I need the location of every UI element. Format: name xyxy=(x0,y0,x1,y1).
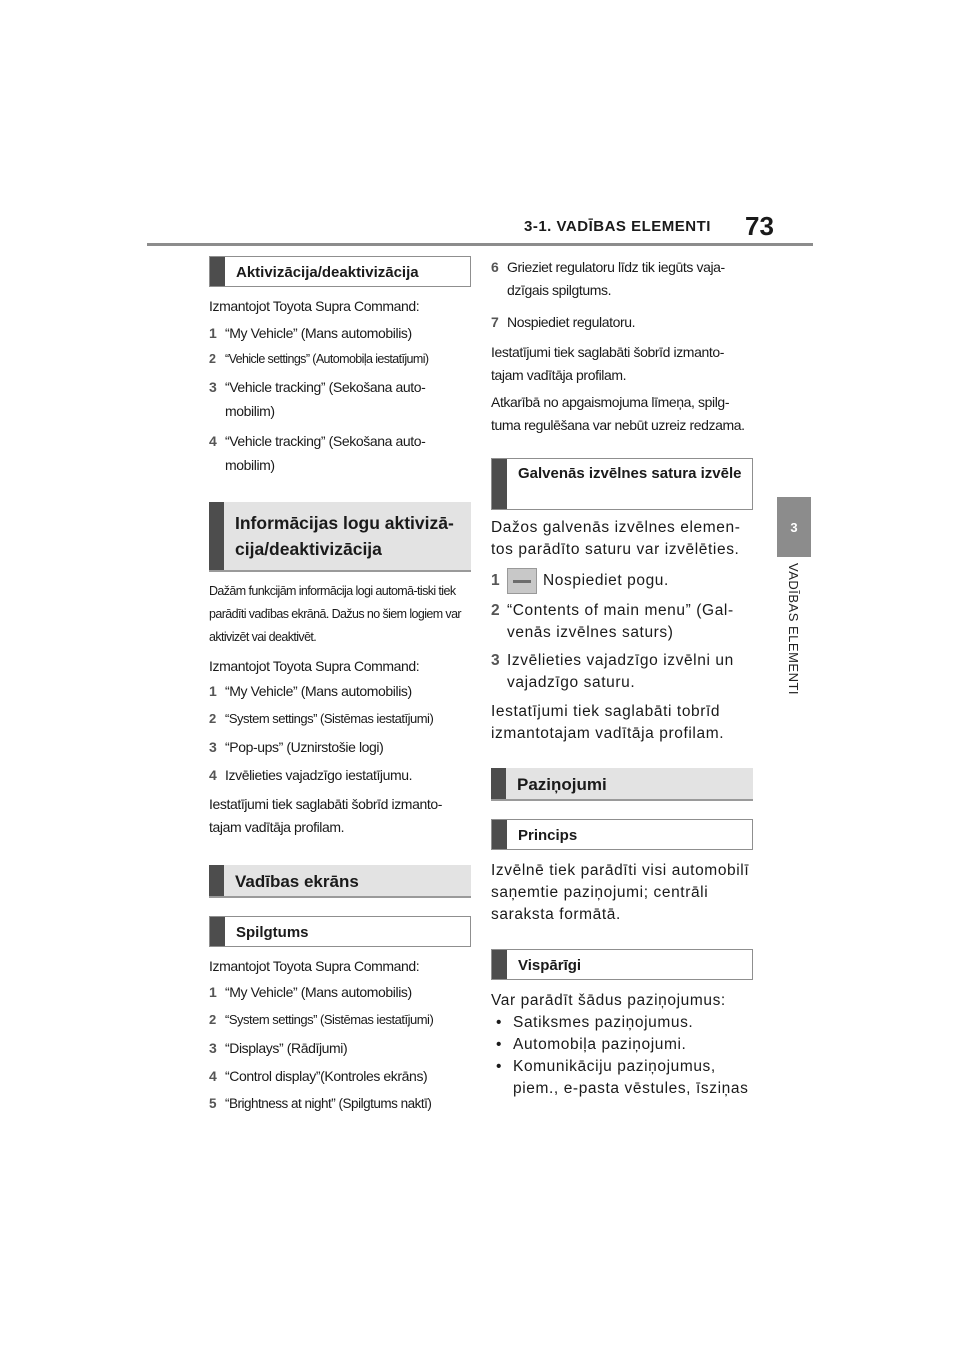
heading-general: Vispārīgi xyxy=(491,949,753,980)
list-item: 1“My Vehicle” (Mans automobilis) xyxy=(209,984,412,1000)
steps-list: 1“My Vehicle” (Mans automobilis) 2“Syste… xyxy=(209,678,471,789)
heading-text: Informācijas logu aktivizā-cija/deaktivi… xyxy=(235,513,454,559)
step-text: Nospiediet pogu. xyxy=(543,572,669,589)
heading-text: Galvenās izvēlnes satura izvēle xyxy=(518,465,742,482)
heading-text: Aktivizācija/deaktivizācija xyxy=(236,264,419,281)
list-item: 1 Nospiediet pogu. xyxy=(491,565,753,597)
paragraph: Dažos galvenās izvēlnes elemen-tos parād… xyxy=(491,519,741,558)
list-item: •Satiksmes paziņojumus. xyxy=(495,1014,694,1031)
paragraph: Izvēlnē tiek parādīti visi automobilī sa… xyxy=(491,862,750,923)
section-title: 3-1. VADĪBAS ELEMENTI xyxy=(524,218,711,235)
chapter-side-label: VADĪBAS ELEMENTI xyxy=(786,563,801,696)
bullet-list: •Satiksmes paziņojumus. •Automobiļa pazi… xyxy=(491,1012,753,1100)
list-item: 4“Vehicle tracking” (Sekošana auto-mobil… xyxy=(209,433,426,473)
list-item: 3“Displays” (Rādījumi) xyxy=(209,1040,348,1056)
list-item: 2“System settings” (Sistēmas iestatījumi… xyxy=(209,711,434,726)
list-item: 2“Contents of main menu” (Gal-venās izvē… xyxy=(491,602,734,641)
heading-text: Princips xyxy=(518,827,578,844)
list-item: 4“Control display”(Kontroles ekrāns) xyxy=(209,1068,428,1084)
paragraph: Dažām funkcijām informācija logi automā-… xyxy=(209,584,462,644)
heading-text: Vispārīgi xyxy=(518,957,582,974)
heading-brightness: Spilgtums xyxy=(209,916,471,947)
paragraph: Iestatījumi tiek saglabāti šobrīd izmant… xyxy=(491,344,724,383)
steps-list: 1“My Vehicle” (Mans automobilis) 2“Vehic… xyxy=(209,320,471,477)
list-item: 2“System settings” (Sistēmas iestatījumi… xyxy=(209,1012,434,1027)
heading-principle: Princips xyxy=(491,819,753,850)
heading-text: Paziņojumi xyxy=(517,775,607,794)
left-column: Aktivizācija/deaktivizācija Izmantojot T… xyxy=(209,256,471,1118)
list-item: 5“Brightness at night” (Spilgtums naktī) xyxy=(209,1096,432,1111)
paragraph: Var parādīt šādus paziņojumus: xyxy=(491,992,726,1009)
list-item: 3“Vehicle tracking” (Sekošana auto-mobil… xyxy=(209,379,426,419)
heading-text: Vadības ekrāns xyxy=(235,872,359,891)
paragraph: Izmantojot Toyota Supra Command: xyxy=(209,658,420,674)
steps-list: 1“My Vehicle” (Mans automobilis) 2“Syste… xyxy=(209,978,471,1118)
heading-main-menu: Galvenās izvēlnes satura izvēle xyxy=(491,458,753,510)
chapter-tab: 3 xyxy=(777,497,811,557)
main-menu-button-icon xyxy=(507,567,537,594)
paragraph: Atkarībā no apgaismojuma līmeņa, spilg-t… xyxy=(491,394,745,433)
heading-activation: Aktivizācija/deaktivizācija xyxy=(209,256,471,287)
header-rule xyxy=(147,243,813,246)
paragraph: Iestatījumi tiek saglabāti šobrīd izmant… xyxy=(209,796,442,835)
paragraph: Iestatījumi tiek saglabāti tobrīd izmant… xyxy=(491,703,725,742)
heading-notifications: Paziņojumi xyxy=(491,768,753,801)
list-item: 1“My Vehicle” (Mans automobilis) xyxy=(209,683,412,699)
paragraph: Izmantojot Toyota Supra Command: xyxy=(209,958,420,974)
heading-popups: Informācijas logu aktivizā-cija/deaktivi… xyxy=(209,502,471,572)
heading-text: Spilgtums xyxy=(236,924,309,941)
list-item: •Automobiļa paziņojumi. xyxy=(495,1036,687,1053)
page-number: 73 xyxy=(745,211,774,241)
list-item: 2“Vehicle settings” (Automobiļa iestatīj… xyxy=(209,352,429,366)
list-item: 1“My Vehicle” (Mans automobilis) xyxy=(209,325,412,341)
list-item: 3“Pop-ups” (Uznirstošie logi) xyxy=(209,739,384,755)
paragraph: Izmantojot Toyota Supra Command: xyxy=(209,298,420,314)
heading-control-display: Vadības ekrāns xyxy=(209,865,471,898)
steps-list: 1 Nospiediet pogu. 2“Contents of main me… xyxy=(491,565,753,694)
list-item: •Komunikāciju paziņojumus, piem., e-past… xyxy=(495,1058,749,1097)
